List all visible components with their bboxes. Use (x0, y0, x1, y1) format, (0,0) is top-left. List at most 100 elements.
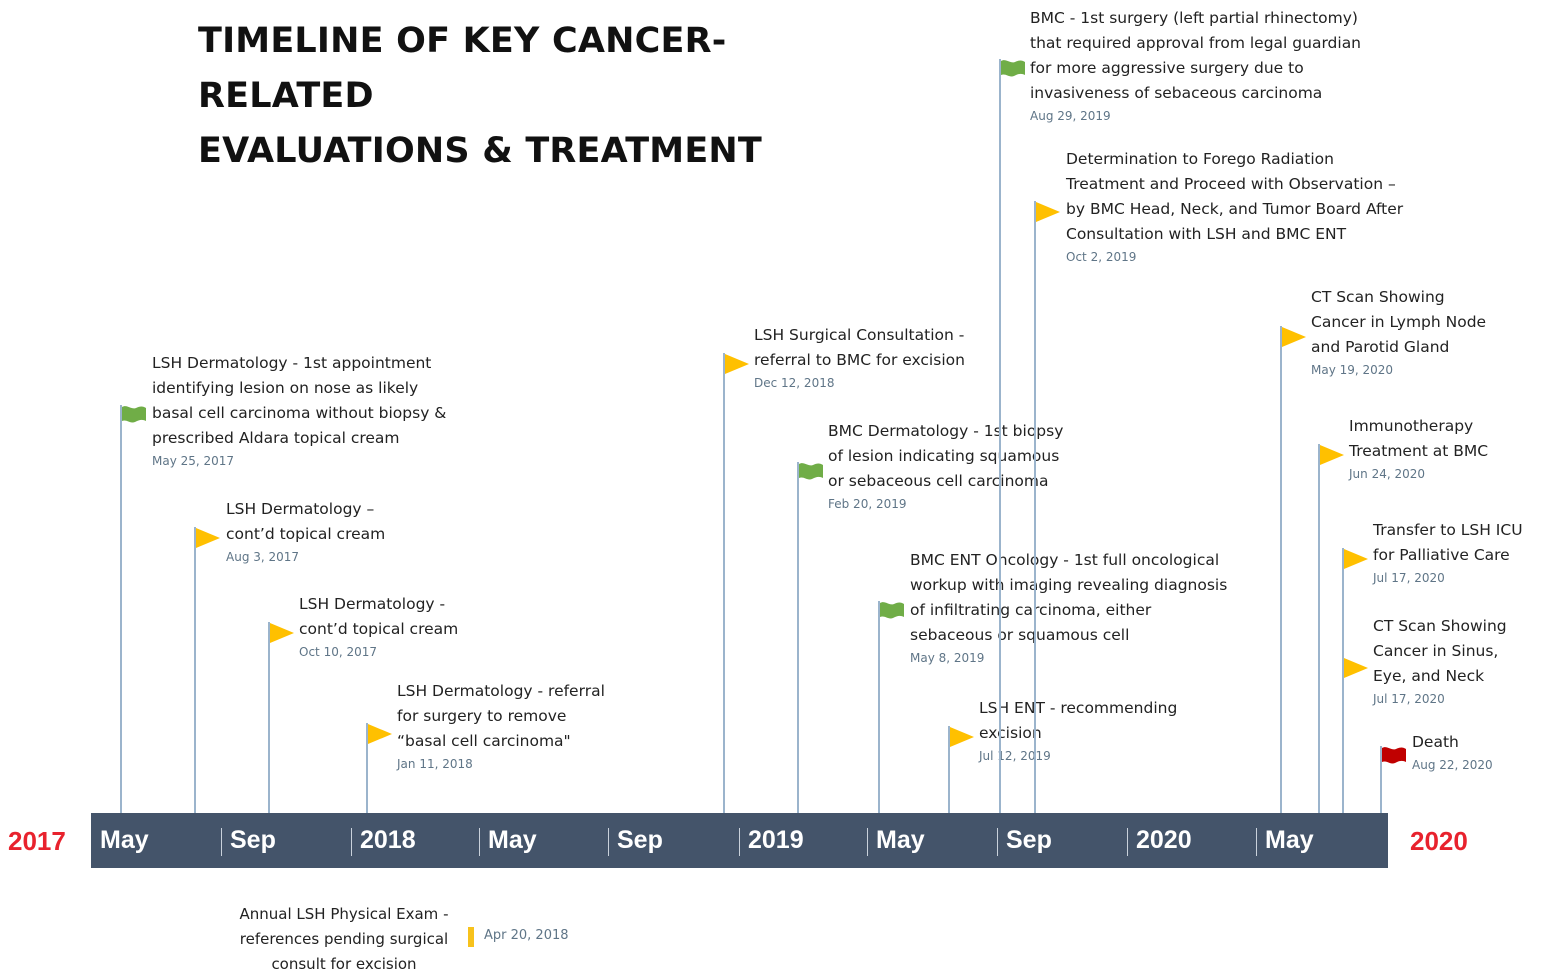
axis-label: May (488, 826, 537, 854)
yellow-flag-icon (1343, 657, 1369, 679)
event-description: LSH Dermatology - 1st appointment identi… (152, 354, 447, 447)
timeline-event: CT Scan Showing Cancer in Sinus, Eye, an… (1373, 614, 1507, 708)
axis-tick (867, 828, 868, 856)
event-description: BMC - 1st surgery (left partial rhinecto… (1030, 9, 1362, 102)
event-description: Death (1412, 733, 1459, 751)
title-line-2: EVALUATIONS & TREATMENT (198, 131, 763, 171)
yellow-flag-icon (1319, 444, 1345, 466)
axis-label: May (876, 826, 925, 854)
event-stem (120, 405, 122, 813)
axis-label: May (100, 826, 149, 854)
event-description: BMC ENT Oncology - 1st full oncological … (910, 551, 1228, 644)
event-stem (1280, 326, 1282, 813)
axis-tick (739, 828, 740, 856)
event-stem (1342, 657, 1344, 813)
timeline-event: BMC Dermatology - 1st biopsy of lesion i… (828, 419, 1063, 513)
below-axis-event-date: Apr 20, 2018 (484, 928, 569, 943)
event-description: Immunotherapy Treatment at BMC (1349, 417, 1489, 460)
event-description: LSH Surgical Consultation - referral to … (754, 326, 965, 369)
axis-tick (1127, 828, 1128, 856)
yellow-flag-icon (949, 726, 975, 748)
timeline-event: Determination to Forego Radiation Treatm… (1066, 147, 1403, 266)
yellow-flag-icon (1281, 326, 1307, 348)
event-date: Aug 3, 2017 (226, 550, 300, 564)
event-stem (1380, 746, 1382, 813)
event-description: BMC Dermatology - 1st biopsy of lesion i… (828, 422, 1064, 490)
axis-start-year: 2017 (8, 826, 66, 856)
axis-tick (997, 828, 998, 856)
below-axis-event-text: Annual LSH Physical Exam - references pe… (239, 905, 449, 973)
yellow-flag-icon (1343, 548, 1369, 570)
event-description: LSH ENT - recommending excision (979, 699, 1178, 742)
timeline-event: LSH Dermatology - referral for surgery t… (397, 679, 605, 773)
axis-label: Sep (1006, 826, 1052, 854)
red-flag-icon (1381, 746, 1407, 768)
axis-tick (221, 828, 222, 856)
event-date: Feb 20, 2019 (828, 497, 907, 511)
axis-tick (479, 828, 480, 856)
yellow-flag-icon (269, 622, 295, 644)
green-flag-icon (1000, 59, 1026, 81)
yellow-flag-icon (724, 353, 750, 375)
event-description: CT Scan Showing Cancer in Lymph Node and… (1311, 288, 1487, 356)
event-date: Aug 29, 2019 (1030, 109, 1111, 123)
axis-end-year: 2020 (1410, 826, 1468, 856)
axis-label: May (1265, 826, 1314, 854)
event-description: Transfer to LSH ICU for Palliative Care (1373, 521, 1523, 564)
green-flag-icon (798, 462, 824, 484)
event-date: Jul 17, 2020 (1373, 692, 1445, 706)
event-date: May 19, 2020 (1311, 363, 1394, 377)
event-stem (797, 462, 799, 813)
title-line-1: TIMELINE OF KEY CANCER-RELATED (198, 21, 727, 116)
event-stem (194, 527, 196, 813)
event-stem (366, 723, 368, 813)
event-date: Jun 24, 2020 (1349, 467, 1426, 481)
event-date: Dec 12, 2018 (754, 376, 835, 390)
green-flag-icon (879, 601, 905, 623)
timeline-event: CT Scan Showing Cancer in Lymph Node and… (1311, 285, 1486, 379)
event-date: May 25, 2017 (152, 454, 235, 468)
event-stem (1318, 444, 1320, 813)
yellow-flag-icon (1035, 201, 1061, 223)
event-date: Jan 11, 2018 (397, 757, 473, 771)
timeline-event: LSH Surgical Consultation - referral to … (754, 323, 965, 392)
event-date: May 8, 2019 (910, 651, 985, 665)
event-description: CT Scan Showing Cancer in Sinus, Eye, an… (1373, 617, 1507, 685)
event-date: Jul 12, 2019 (979, 749, 1051, 763)
event-stem (723, 353, 725, 813)
timeline-event: BMC - 1st surgery (left partial rhinecto… (1030, 6, 1361, 125)
below-axis-event-marker (468, 927, 474, 947)
axis-label: 2020 (1136, 826, 1192, 854)
event-stem (999, 59, 1001, 813)
event-date: Oct 10, 2017 (299, 645, 377, 659)
event-description: Determination to Forego Radiation Treatm… (1066, 150, 1404, 243)
timeline-event: BMC ENT Oncology - 1st full oncological … (910, 548, 1227, 667)
timeline-event: Immunotherapy Treatment at BMC Jun 24, 20… (1349, 414, 1488, 483)
event-stem (1034, 201, 1036, 813)
timeline-axis: May Sep 2018 May Sep 2019 May Sep 2020 May (91, 813, 1388, 868)
axis-label: 2018 (360, 826, 416, 854)
green-flag-icon (121, 405, 147, 427)
axis-tick (1256, 828, 1257, 856)
axis-label: Sep (230, 826, 276, 854)
event-description: LSH Dermatology - cont’d topical cream (299, 595, 459, 638)
yellow-flag-icon (195, 527, 221, 549)
axis-label: Sep (617, 826, 663, 854)
event-stem (878, 601, 880, 813)
event-stem (948, 726, 950, 813)
yellow-flag-icon (367, 723, 393, 745)
event-description: LSH Dermatology - referral for surgery t… (397, 682, 605, 750)
timeline-event: LSH Dermatology - 1st appointment identi… (152, 351, 446, 470)
event-description: LSH Dermatology – cont’d topical cream (226, 500, 386, 543)
axis-tick (351, 828, 352, 856)
event-date: Aug 22, 2020 (1412, 758, 1493, 772)
axis-label: 2019 (748, 826, 804, 854)
event-date: Oct 2, 2019 (1066, 250, 1137, 264)
event-date: Jul 17, 2020 (1373, 571, 1445, 585)
axis-tick (608, 828, 609, 856)
